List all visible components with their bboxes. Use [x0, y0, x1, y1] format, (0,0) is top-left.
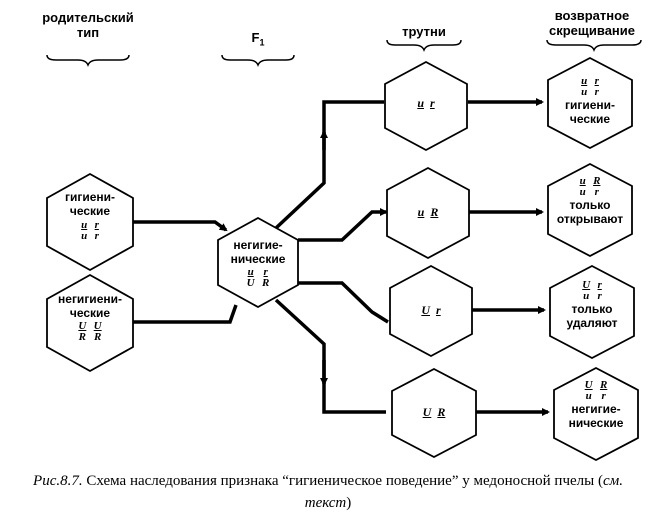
header-backcross: возвратное скрещивание	[549, 8, 635, 38]
arrow-f1-drone1	[274, 100, 384, 230]
hex-offspring-1	[547, 56, 633, 150]
offspring-2-label-2: открывают	[556, 212, 624, 226]
offspring-3-label-1: только	[571, 302, 613, 316]
brace-f1	[221, 54, 295, 68]
arrow-parent2-f1	[133, 304, 238, 324]
parent-hygienic-label-2: ческие	[69, 204, 111, 218]
hex-parent-hygienic	[46, 172, 134, 272]
hex-offspring-4	[553, 366, 639, 462]
offspring-3-label-2: удаляют	[566, 316, 618, 330]
hex-drone-1	[384, 60, 468, 152]
brace-backcross	[546, 39, 642, 53]
f1-label-2: нические	[230, 252, 286, 266]
hex-f1	[217, 216, 299, 309]
offspring-4-label-2: нические	[568, 416, 624, 430]
brace-parental	[46, 54, 130, 68]
offspring-1-label-1: гигиени-	[564, 98, 616, 112]
figure-caption: Рис.8.7. Схема наследования признака “ги…	[8, 470, 648, 514]
hex-drone-2	[386, 166, 470, 260]
header-drones: трутни	[402, 24, 446, 39]
parent-nonhygienic-label-1: негигиени-	[58, 292, 122, 306]
parent-hygienic-label-1: гигиени-	[64, 190, 116, 204]
hex-offspring-2	[547, 162, 633, 258]
hex-offspring-3	[549, 264, 635, 360]
header-f1: F1	[251, 30, 265, 48]
hex-drone-4	[391, 367, 477, 459]
caption-fig-number: Рис.8.7.	[33, 473, 83, 489]
arrow-f1-drone3	[298, 281, 389, 324]
offspring-1-label-2: ческие	[569, 112, 611, 126]
caption-end: )	[346, 495, 352, 511]
hex-drone-3	[389, 264, 473, 358]
arrow-f1-drone2	[298, 208, 388, 242]
caption-text: Схема наследования признака “гигиеническ…	[82, 473, 603, 489]
header-parental: родительский тип	[42, 10, 134, 40]
arrow-f1-drone4	[274, 298, 386, 414]
offspring-4-label-1: негигие-	[571, 402, 621, 416]
arrow-parent1-f1	[133, 220, 228, 232]
brace-drones	[386, 39, 462, 53]
f1-label-1: негигие-	[233, 238, 283, 252]
hex-parent-nonhygienic	[46, 273, 134, 373]
offspring-2-label-1: только	[569, 198, 611, 212]
caption-reference: см. текст	[304, 473, 623, 511]
parent-nonhygienic-label-2: ческие	[69, 306, 111, 320]
